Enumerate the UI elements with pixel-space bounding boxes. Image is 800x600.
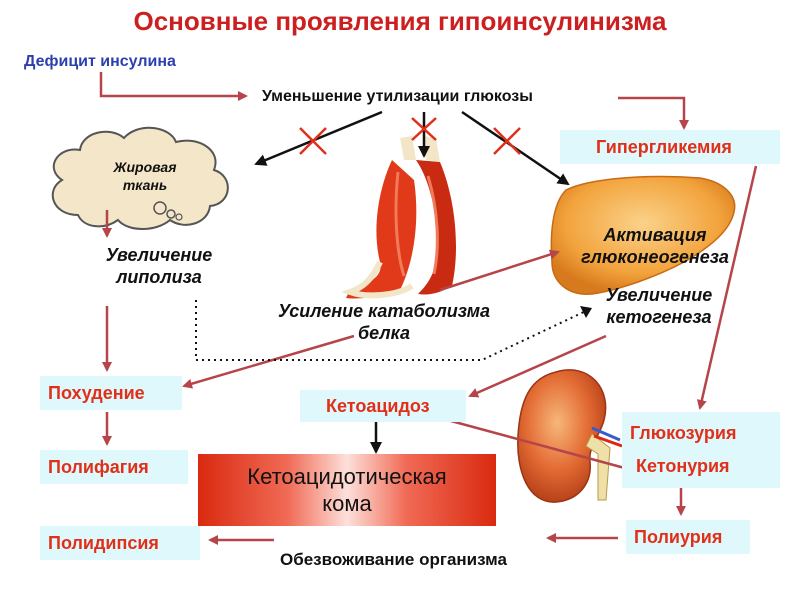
coma-line1: Кетоацидотическая (247, 464, 447, 489)
gluconeo-line1: Активация (603, 225, 707, 245)
keto-line1: Увеличение (605, 285, 713, 305)
ketoacidosis-box: Кетоацидоз (300, 390, 466, 422)
lipolysis-label: Увеличение липолиза (94, 244, 224, 288)
insulin-deficit-label: Дефицит инсулина (24, 53, 176, 70)
ketonuria-label: Кетонурия (636, 456, 730, 476)
weight-loss-box: Похудение (40, 376, 182, 410)
fat-tissue-line1: Жировая (113, 159, 177, 175)
muscle-icon (341, 136, 456, 299)
gluconeogenesis-label: Активация глюконеогенеза (570, 224, 740, 268)
lipolysis-line1: Увеличение (105, 245, 213, 265)
fat-tissue-line2: ткань (122, 177, 168, 193)
hyperglycemia-box: Гипергликемия (560, 130, 780, 164)
glucosuria-label: Глюкозурия (630, 423, 737, 443)
ketoacidotic-coma-box: Кетоацидотическая кома (198, 454, 496, 526)
dehydration-label: Обезвоживание организма (280, 550, 507, 569)
polydipsia-box: Полидипсия (40, 526, 200, 560)
polyphagia-box: Полифагия (40, 450, 188, 484)
cloud-icon (51, 126, 229, 230)
protein-line1: Усиление катаболизма (277, 301, 491, 321)
coma-line2: кома (322, 491, 372, 516)
protein-catabolism-label: Усиление катаболизма белка (264, 300, 504, 344)
urine-findings-box: Глюкозурия Кетонурия (622, 412, 780, 488)
gluconeo-line2: глюконеогенеза (581, 247, 729, 267)
fat-tissue-label: Жировая ткань (100, 158, 190, 194)
keto-line2: кетогенеза (606, 307, 712, 327)
glucose-utilization-label: Уменьшение утилизации глюкозы (262, 88, 533, 105)
page-title: Основные проявления гипоинсулинизма (133, 6, 667, 36)
polyuria-box: Полиурия (626, 520, 750, 554)
ketogenesis-label: Увеличение кетогенеза (594, 284, 724, 328)
protein-line2: белка (358, 323, 410, 343)
kidney-icon (517, 369, 623, 503)
lipolysis-line2: липолиза (116, 267, 202, 287)
liver-icon (550, 175, 736, 295)
